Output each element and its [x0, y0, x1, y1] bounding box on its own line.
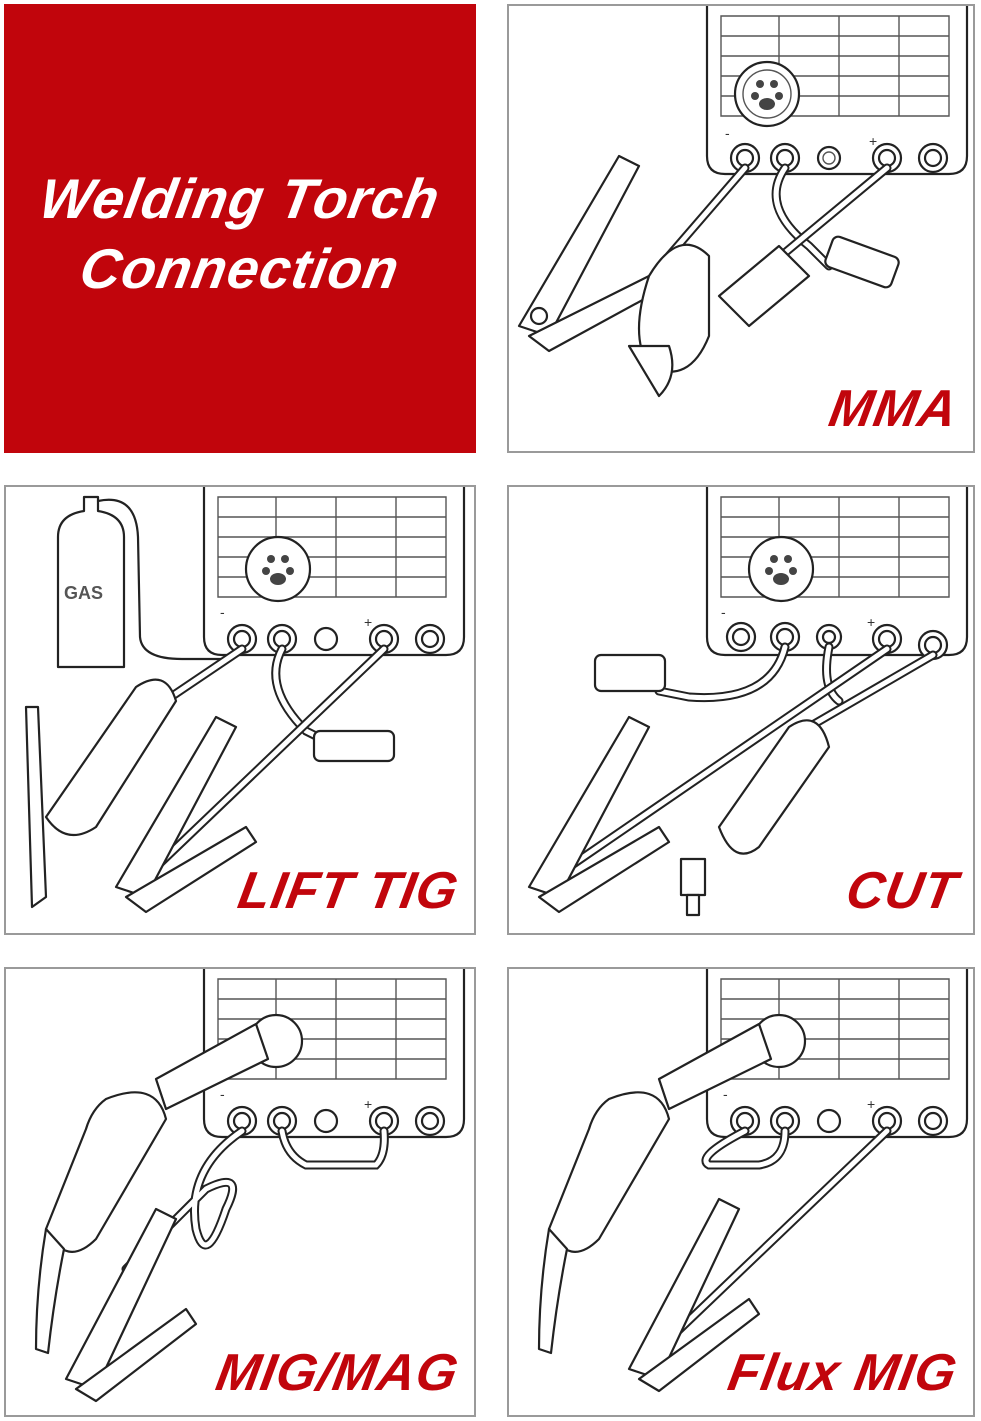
panel-mig-mag: - + MIG/MAG	[4, 967, 476, 1417]
positive-mark: +	[867, 614, 875, 630]
panel-cut: - + CUT	[507, 485, 975, 935]
panel-lift-tig: GAS - +	[4, 485, 476, 935]
mig-euro-connector-icon	[657, 1013, 807, 1111]
mig-gun-icon	[34, 1091, 168, 1355]
ground-clamp	[64, 1207, 198, 1403]
negative-mark: -	[220, 1086, 225, 1102]
positive-mark: +	[869, 133, 877, 149]
ground-clamp	[517, 154, 661, 353]
flux-mig-diagram: - +	[537, 969, 969, 1393]
lift-tig-diagram: GAS - +	[24, 487, 466, 914]
ground-clamp	[527, 715, 671, 914]
gas-cylinder-icon: GAS	[56, 495, 126, 669]
mode-label-cut: CUT	[842, 862, 963, 920]
mig-euro-connector-icon	[154, 1013, 304, 1111]
mode-label-mma: MMA	[824, 380, 963, 438]
mig-gun-icon	[537, 1091, 671, 1355]
title-panel: Welding Torch Connection	[4, 4, 476, 453]
positive-mark: +	[364, 614, 372, 630]
welder-machine: - +	[202, 487, 466, 657]
welder-machine: - +	[705, 487, 969, 661]
title-line-2: Connection	[75, 237, 405, 300]
ground-clamp	[114, 715, 258, 914]
gas-label: GAS	[64, 583, 103, 603]
mig-mag-diagram: - +	[34, 969, 466, 1403]
ground-clamp	[627, 1197, 761, 1393]
mode-label-lift-tig: LIFT TIG	[234, 862, 464, 920]
mma-diagram: - +	[517, 6, 969, 398]
electrode-holder	[627, 243, 811, 398]
negative-mark: -	[721, 604, 726, 620]
plasma-torch-icon	[679, 719, 831, 917]
panel-mma: - + MMA	[507, 4, 975, 453]
mode-label-flux-mig: Flux MIG	[724, 1344, 963, 1402]
mode-label-mig-mag: MIG/MAG	[211, 1344, 464, 1402]
panel-flux-mig: - + Flux MIG	[507, 967, 975, 1417]
negative-mark: -	[220, 604, 225, 620]
positive-mark: +	[364, 1096, 372, 1112]
negative-mark: -	[723, 1086, 728, 1102]
cut-diagram: - +	[527, 487, 969, 917]
positive-mark: +	[867, 1096, 875, 1112]
welder-machine: - +	[705, 6, 969, 176]
title-line-1: Welding Torch	[35, 167, 445, 230]
negative-mark: -	[725, 125, 730, 141]
welder-machine: - +	[202, 969, 466, 1139]
tig-torch-icon	[24, 678, 178, 909]
